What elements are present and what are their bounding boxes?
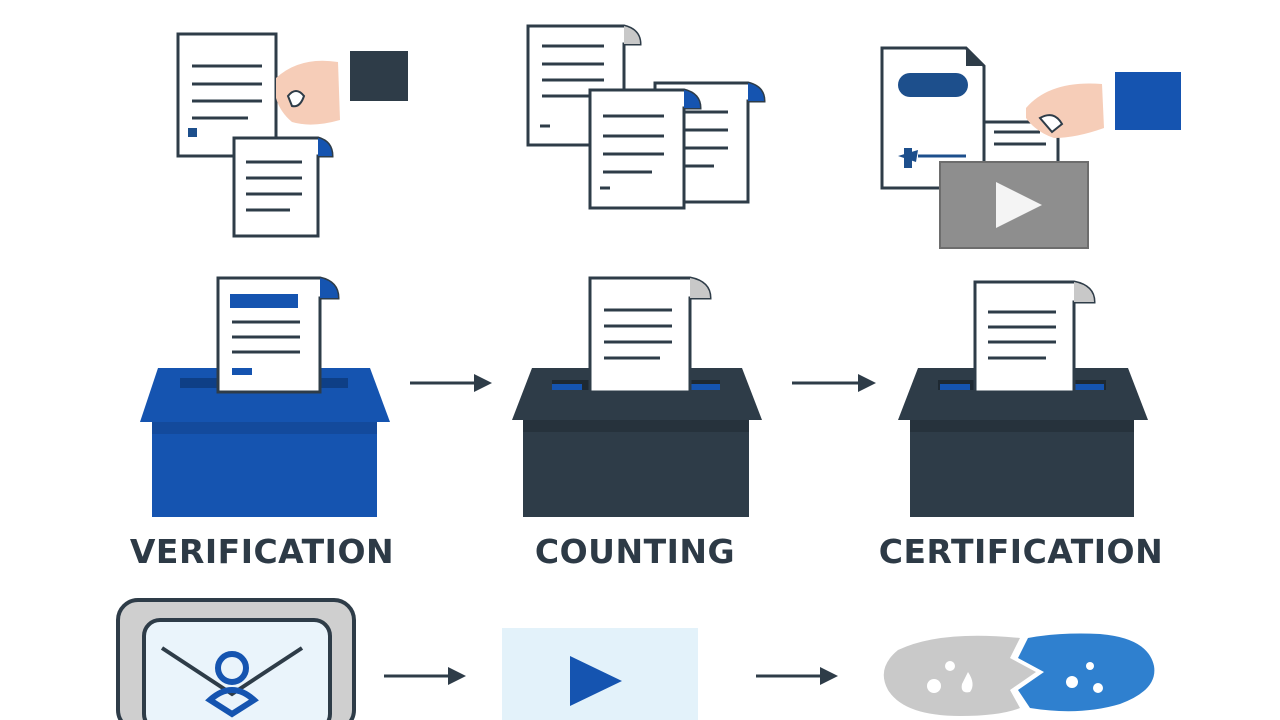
hand-icon xyxy=(276,60,340,125)
envelope-user-icon xyxy=(116,598,356,720)
stage-label-certification: CERTIFICATION xyxy=(878,532,1164,571)
split-speech-bubble-icon xyxy=(883,633,1155,716)
blue-square-icon xyxy=(1115,72,1181,130)
square-icon xyxy=(350,51,408,101)
arrow-verification-to-counting xyxy=(410,374,492,392)
ballot-box-certification xyxy=(898,280,1148,517)
arrow-counting-to-certification xyxy=(792,374,876,392)
stage-label-verification: VERIFICATION xyxy=(129,532,395,571)
document-stack-icon-middle xyxy=(526,24,766,210)
video-player-icon xyxy=(502,628,698,720)
document-stack-icon-left xyxy=(176,32,408,238)
play-icon xyxy=(996,182,1042,228)
stage-label-counting: COUNTING xyxy=(534,532,736,571)
ballot-box-verification xyxy=(140,276,390,517)
play-icon-bottom xyxy=(570,656,622,706)
certificate-icon xyxy=(880,46,1181,249)
arrow-envelope-to-video xyxy=(384,667,466,685)
arrow-video-to-bubble xyxy=(756,667,838,685)
ballot-box-counting xyxy=(512,276,762,517)
